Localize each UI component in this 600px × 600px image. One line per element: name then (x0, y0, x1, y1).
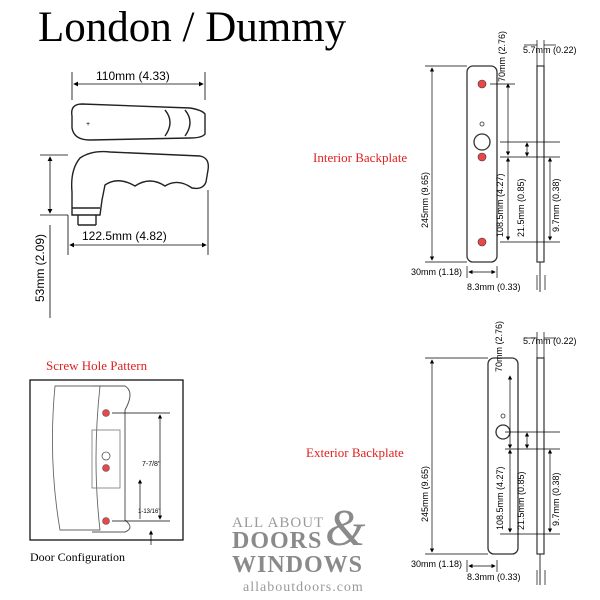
brand-line-3: WINDOWS (232, 552, 364, 578)
interior-spindle-label: 108.5mm (4.27) (495, 173, 505, 237)
handle-side-view (70, 150, 210, 226)
exterior-backplate-label: Exterior Backplate (306, 445, 404, 460)
interior-width-label: 30mm (1.18) (411, 267, 462, 277)
exterior-height-label: 245mm (9.65) (420, 466, 430, 522)
exterior-side-offset-label: 9.7mm (0.38) (551, 472, 561, 526)
screw-spacing-label: 7-7/8" (142, 461, 161, 468)
interior-backplate-label: Interior Backplate (313, 150, 408, 165)
screw-hole-bottom (477, 237, 487, 247)
brand-line-2: DOORS (232, 528, 323, 554)
door-configuration-diagram (29, 379, 184, 541)
backplate-outline (92, 385, 131, 533)
svg-text:+: + (86, 121, 90, 128)
length-label: 122.5mm (4.82) (82, 229, 167, 243)
top-width-label: 110mm (4.33) (96, 69, 170, 83)
brand-url: allaboutdoors.com (243, 580, 364, 595)
pattern-hole-bottom (102, 517, 110, 525)
height-label: 53mm (2.09) (33, 234, 47, 302)
length-dimension (40, 154, 209, 318)
screw-hole-middle (477, 152, 487, 162)
exterior-backplate (487, 357, 545, 585)
handle-top-view: + (71, 103, 206, 141)
exterior-top-offset-label: 70mm (2.76) (494, 321, 504, 372)
pattern-hole-middle (102, 464, 110, 472)
page-title: London / Dummy (38, 4, 347, 51)
screw-hole-pattern-label: Screw Hole Pattern (46, 358, 148, 373)
interior-dimensions (425, 40, 560, 290)
interior-backplate (466, 65, 545, 292)
brand-line-1: ALL ABOUT (232, 515, 325, 531)
exterior-depth-label: 8.3mm (0.33) (467, 572, 521, 582)
top-width-dimension (71, 72, 206, 100)
exterior-width-label: 30mm (1.18) (411, 559, 462, 569)
exterior-thickness-label: 5.7mm (0.22) (523, 336, 577, 346)
interior-height-label: 245mm (9.65) (420, 172, 430, 228)
interior-side-offset-label: 9.7mm (0.38) (551, 178, 561, 232)
interior-top-offset-label: 70mm (2.76) (497, 31, 507, 82)
pattern-hole-top (102, 409, 110, 417)
brand-ampersand: & (325, 500, 366, 557)
screw-bottom-label: 1-13/16" (138, 509, 160, 515)
interior-thickness-label: 5.7mm (0.22) (523, 45, 577, 55)
exterior-dimensions (425, 332, 560, 585)
screw-pattern-dimensions (112, 412, 170, 545)
exterior-small-offset-label: 21.5mm (0.85) (516, 471, 526, 530)
screw-hole-top (477, 79, 487, 89)
pattern-spindle (101, 451, 111, 461)
door-configuration-label: Door Configuration (30, 550, 125, 564)
exterior-spindle-label: 108.5mm (4.27) (495, 466, 505, 530)
door-edge-profile (51, 385, 101, 531)
spindle-hole (473, 133, 491, 151)
interior-small-offset-label: 21.5mm (0.85) (516, 178, 526, 237)
interior-depth-label: 8.3mm (0.33) (467, 282, 521, 292)
